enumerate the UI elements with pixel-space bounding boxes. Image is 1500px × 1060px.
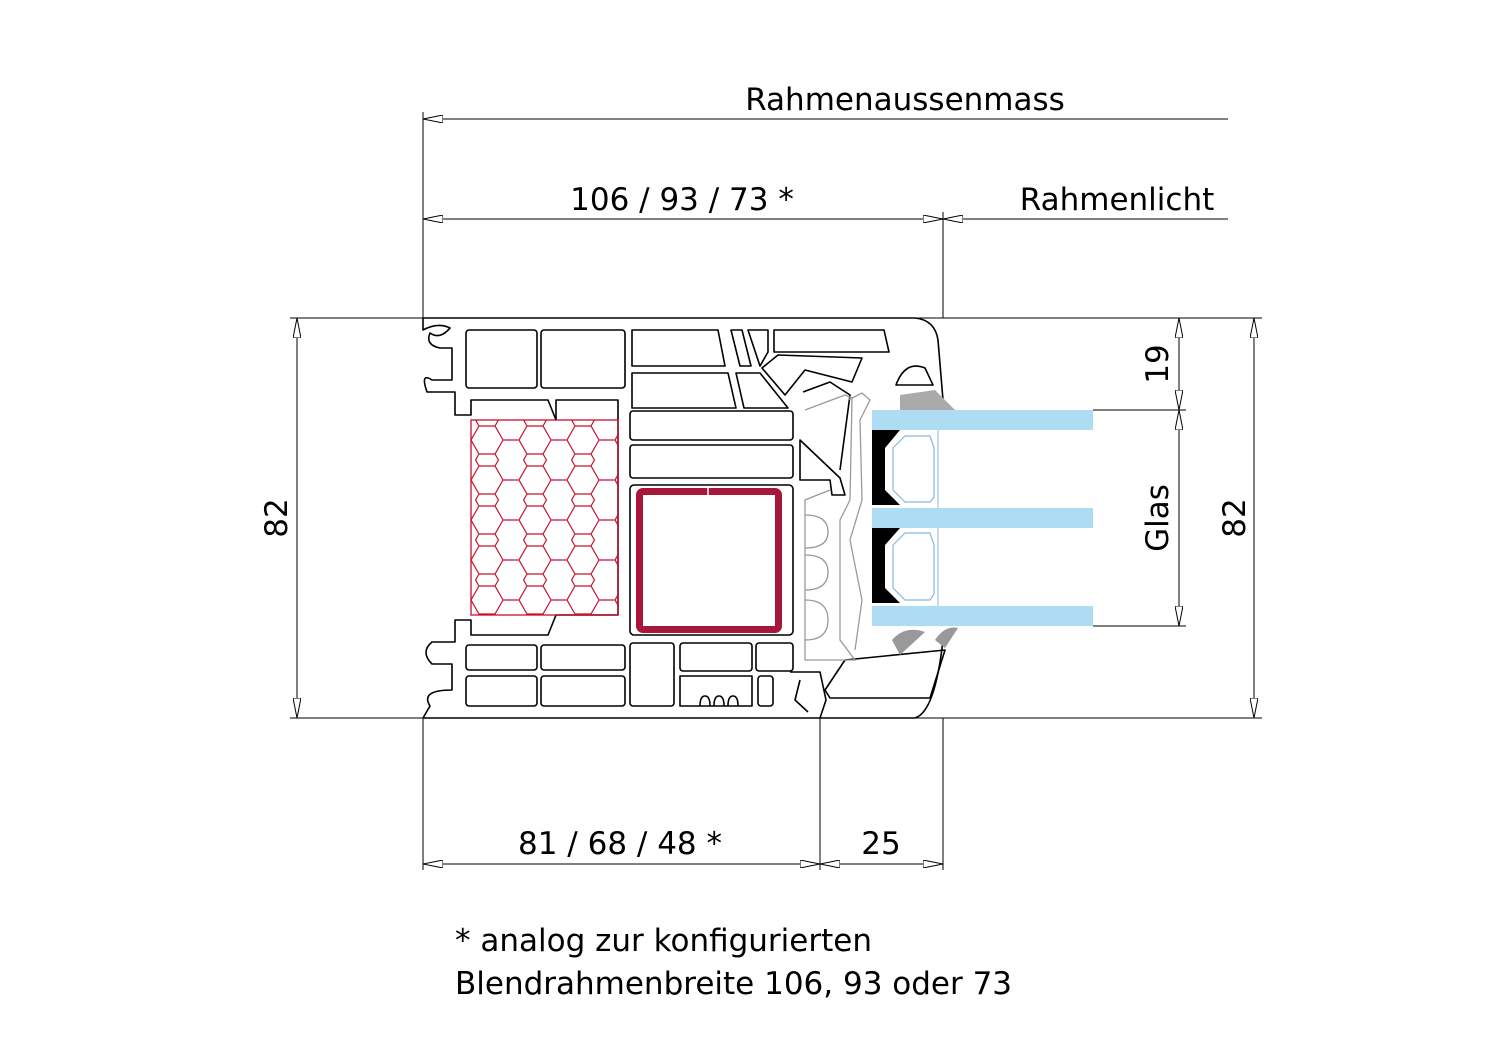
insulation-foam <box>470 419 619 616</box>
label-bottom-offset: 25 <box>861 826 900 862</box>
label-height-left: 82 <box>259 498 295 537</box>
label-frame-width: 106 / 93 / 73 * <box>570 182 794 218</box>
footnote-line-1: * analog zur konfigurierten <box>455 923 872 959</box>
label-rahmenaussenmass: Rahmenaussenmass <box>745 82 1065 118</box>
frame-profile <box>422 317 946 719</box>
label-rahmenlicht: Rahmenlicht <box>1020 182 1215 218</box>
label-height-right: 82 <box>1217 498 1253 537</box>
dimension-lines <box>297 119 1254 864</box>
glass-unit <box>872 410 1093 626</box>
label-glass-rebate: 19 <box>1140 344 1176 383</box>
glazing-bead <box>804 390 958 661</box>
label-glas: Glas <box>1140 484 1176 552</box>
steel-reinforcement <box>636 488 782 633</box>
label-bottom-width: 81 / 68 / 48 * <box>518 826 722 862</box>
footnote-line-2: Blendrahmenbreite 106, 93 oder 73 <box>455 966 1013 1002</box>
